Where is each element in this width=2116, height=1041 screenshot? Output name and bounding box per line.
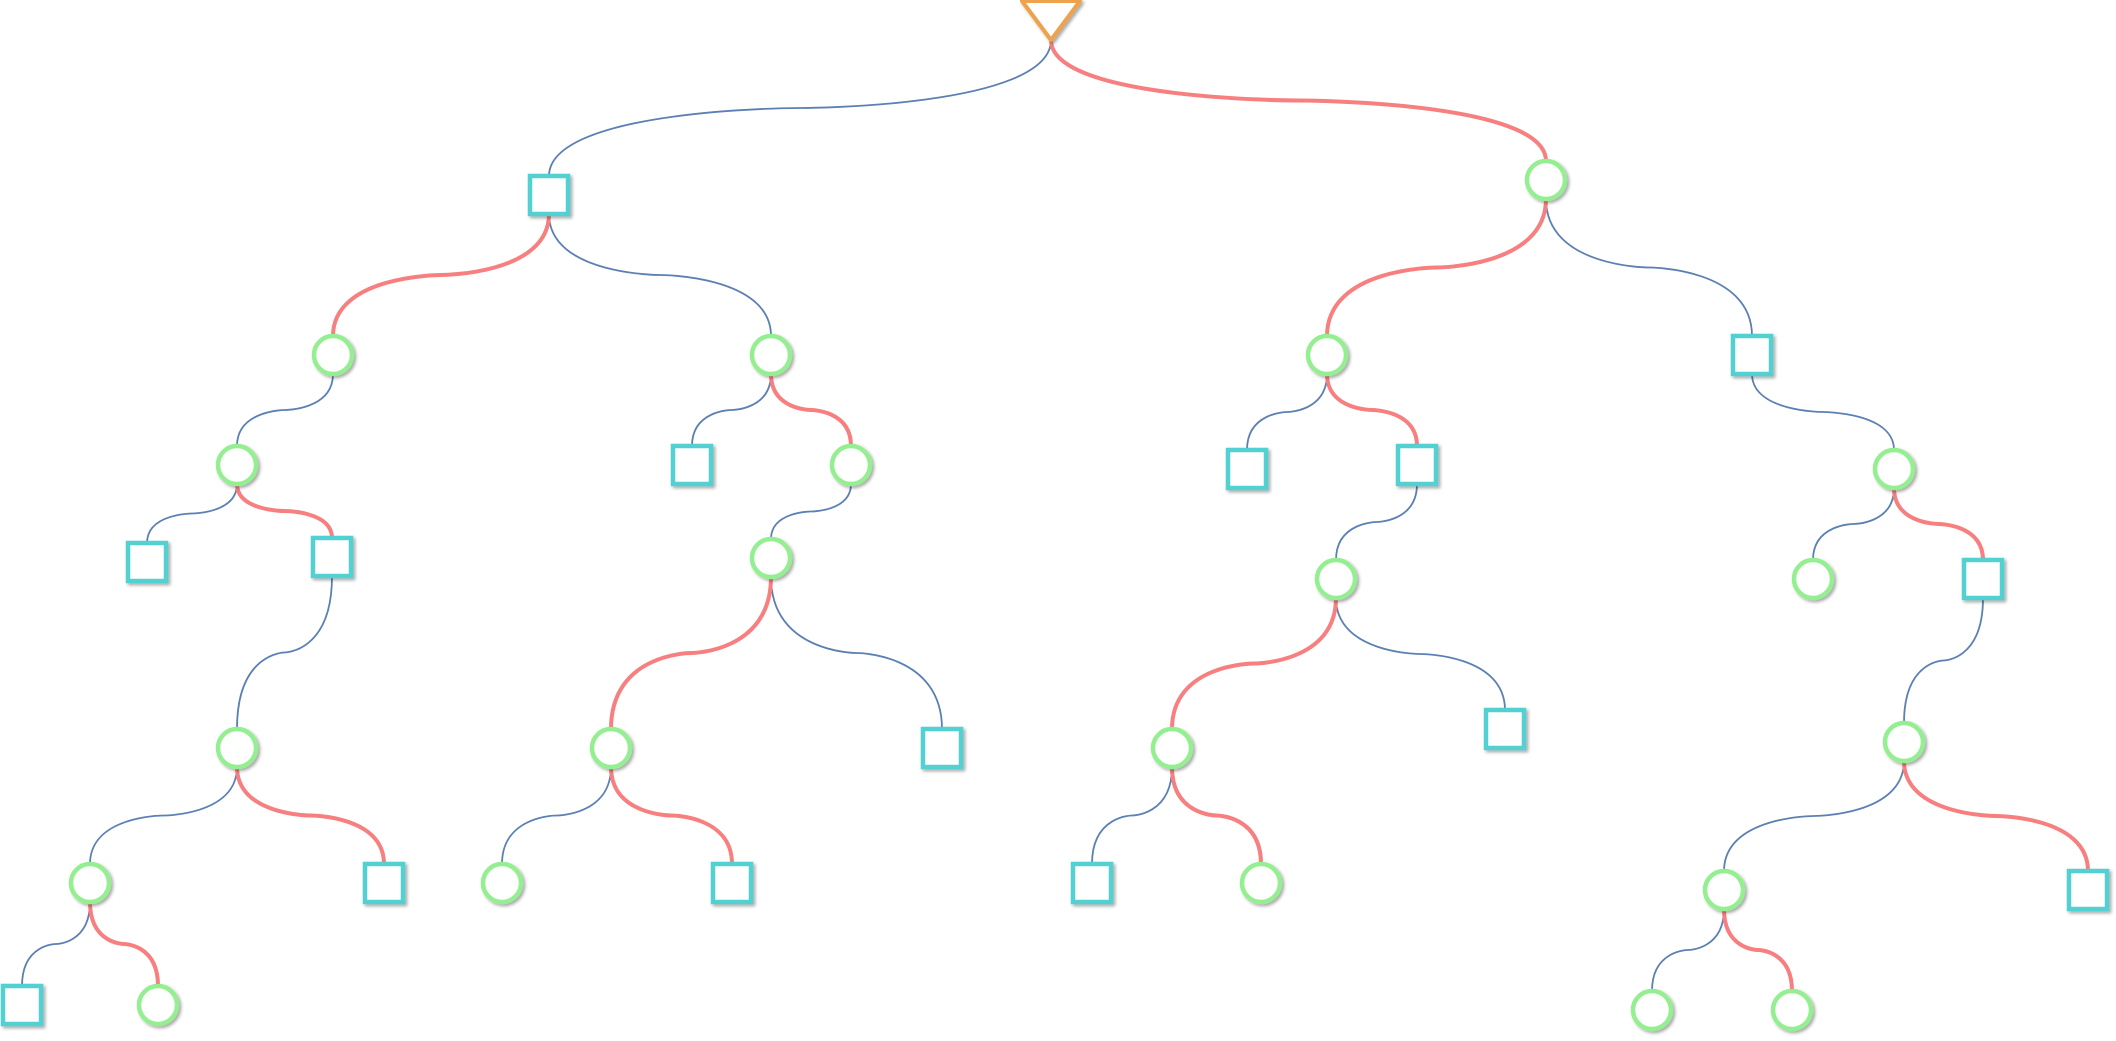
circle-node-n35 (1630, 988, 1674, 1032)
square-node-n27 (1070, 861, 1114, 905)
edge-n1-n4 (548, 213, 772, 337)
circle-node-n12 (136, 983, 180, 1027)
square-node-n19 (710, 861, 754, 905)
circle-node-n9 (68, 861, 112, 905)
circle-node-n16 (589, 726, 633, 770)
circle-node-n8 (215, 726, 259, 770)
square-node-n22 (1225, 447, 1269, 491)
square-node-n6 (125, 540, 169, 584)
edge-n4-n14-highlight (769, 373, 853, 447)
circle-node-n29 (1872, 447, 1916, 491)
circle-node-n32 (1882, 720, 1926, 764)
circle-node-n14 (829, 443, 873, 487)
edge-n32-n33 (1723, 760, 1905, 872)
circle-node-n28 (1239, 861, 1283, 905)
circle-node-n25 (1150, 726, 1194, 770)
circle-node-n20 (1305, 333, 1349, 377)
circle-node-n18 (480, 861, 524, 905)
edge-n24-n26 (1335, 597, 1506, 711)
square-node-n11 (0, 983, 44, 1027)
edge-n0-n1 (548, 39, 1052, 177)
edge-n9-n12-highlight (88, 901, 160, 987)
edge-n20-n22 (1246, 373, 1328, 451)
edge-n29-n31-highlight (1892, 487, 1985, 561)
edge-n25-n27 (1091, 766, 1173, 865)
square-node-n17 (920, 726, 964, 770)
edge-n5-n7-highlight (235, 483, 334, 539)
edge-n15-n17 (770, 576, 943, 730)
edge-n8-n9 (89, 766, 238, 865)
edge-n20-n23-highlight (1325, 373, 1419, 447)
edge-n14-n15 (770, 483, 852, 540)
square-node-n26 (1483, 707, 1527, 751)
edge-n3-n5 (236, 373, 334, 447)
square-node-n1 (527, 173, 571, 217)
circle-node-n4 (749, 333, 793, 377)
edge-n2-n20-highlight (1325, 198, 1548, 337)
edge-n4-n13 (691, 373, 772, 447)
edge-n33-n35 (1651, 908, 1725, 992)
circle-node-n24 (1314, 557, 1358, 601)
edge-n31-n32 (1903, 597, 1984, 724)
edge-n8-n10-highlight (235, 766, 386, 865)
circle-node-n3 (311, 333, 355, 377)
circle-node-n2 (1524, 158, 1568, 202)
circle-node-n30 (1791, 557, 1835, 601)
edge-n23-n24 (1335, 483, 1418, 561)
circle-node-n36 (1770, 988, 1814, 1032)
square-node-n10 (362, 861, 406, 905)
edge-n2-n21 (1545, 198, 1753, 337)
edge-n15-n16-highlight (609, 576, 773, 730)
edge-n1-n3-highlight (331, 213, 551, 337)
square-node-n34 (2066, 868, 2110, 912)
square-node-n21 (1730, 333, 1774, 377)
square-node-n31 (1961, 557, 2005, 601)
edge-n5-n6 (146, 483, 238, 544)
square-node-n7 (310, 535, 354, 579)
edge-n16-n19-highlight (609, 766, 734, 865)
edge-n29-n30 (1812, 487, 1895, 561)
edge-layer (21, 39, 2090, 992)
edge-n21-n29 (1751, 373, 1895, 451)
edge-n33-n36-highlight (1722, 908, 1794, 992)
edge-n9-n11 (21, 901, 91, 987)
circle-node-n5 (215, 443, 259, 487)
edge-n16-n18 (501, 766, 612, 865)
edge-n25-n28-highlight (1170, 766, 1263, 865)
square-node-n13 (670, 443, 714, 487)
edge-n24-n25-highlight (1170, 597, 1338, 730)
circle-node-n33 (1702, 868, 1746, 912)
edge-n32-n34-highlight (1902, 760, 2090, 872)
circle-node-n15 (749, 536, 793, 580)
square-node-n23 (1395, 443, 1439, 487)
edge-n7-n8 (236, 575, 333, 730)
edge-n0-n2-highlight (1049, 39, 1548, 162)
root-triangle-node (1020, 0, 1082, 42)
